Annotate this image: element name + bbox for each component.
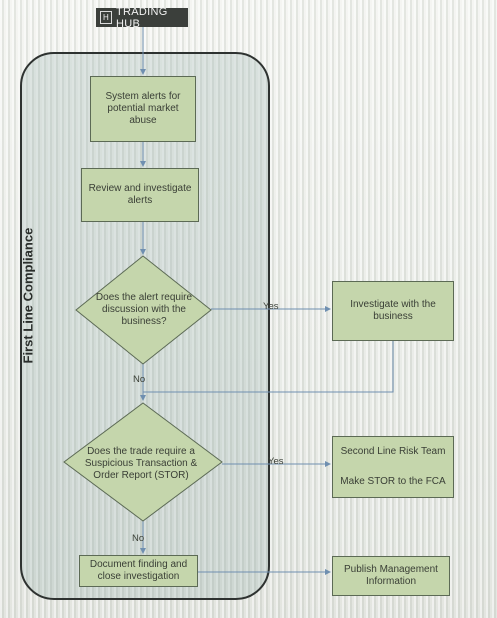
- review-line-1: Review and investigate: [88, 183, 192, 194]
- investigate-business-box: Investigate with the business: [332, 281, 454, 341]
- trading-hub-logo-icon: H: [100, 11, 113, 24]
- second-line-risk-box: Second Line Risk Team Make STOR to the F…: [332, 436, 454, 498]
- header-title: TRADING HUB: [116, 5, 168, 30]
- publish-line-2: Information: [365, 576, 417, 587]
- decision-stor-line-3: Order Report (STOR): [93, 470, 189, 481]
- document-line-2: close investigation: [97, 571, 180, 582]
- edge-label-yes-1: Yes: [263, 301, 279, 312]
- document-finding-box: Document finding and close investigation: [79, 555, 198, 587]
- system-alerts-line-3: abuse: [129, 115, 157, 126]
- decision-stor-text: Does the trade require a Suspicious Tran…: [66, 446, 216, 482]
- second-line-title: Second Line Risk Team: [340, 446, 446, 457]
- decision-discussion-text: Does the alert require discussion with t…: [82, 292, 206, 328]
- review-line-2: alerts: [127, 195, 153, 206]
- decision-discussion-line-1: Does the alert require: [95, 292, 193, 303]
- trading-hub-header: H TRADING HUB: [96, 5, 188, 30]
- decision-discussion-line-2: discussion with the: [102, 304, 186, 315]
- edge-label-no-2: No: [132, 533, 145, 544]
- system-alerts-line-1: System alerts for: [105, 91, 181, 102]
- investigate-line-1: Investigate with the: [350, 299, 436, 310]
- system-alerts-line-2: potential market: [107, 103, 179, 114]
- decision-discussion-diamond: [75, 255, 212, 365]
- publish-line-1: Publish Management: [344, 564, 438, 575]
- review-alerts-box: Review and investigate alerts: [81, 168, 199, 222]
- arrow-investigate-return: [143, 341, 394, 393]
- publish-mi-box: Publish Management Information: [332, 556, 450, 596]
- decision-stor-line-2: Suspicious Transaction &: [84, 458, 198, 469]
- decision-discussion-line-3: business?: [121, 316, 167, 327]
- decision-stor-diamond: [63, 402, 223, 522]
- edge-label-no-1: No: [133, 374, 146, 385]
- edge-label-yes-2: Yes: [268, 456, 284, 467]
- decision-stor-line-1: Does the trade require a: [87, 446, 195, 457]
- investigate-line-2: business: [373, 311, 413, 322]
- system-alerts-box: System alerts for potential market abuse: [90, 76, 196, 142]
- document-line-1: Document finding and: [89, 559, 188, 570]
- second-line-body: Make STOR to the FCA: [340, 476, 446, 487]
